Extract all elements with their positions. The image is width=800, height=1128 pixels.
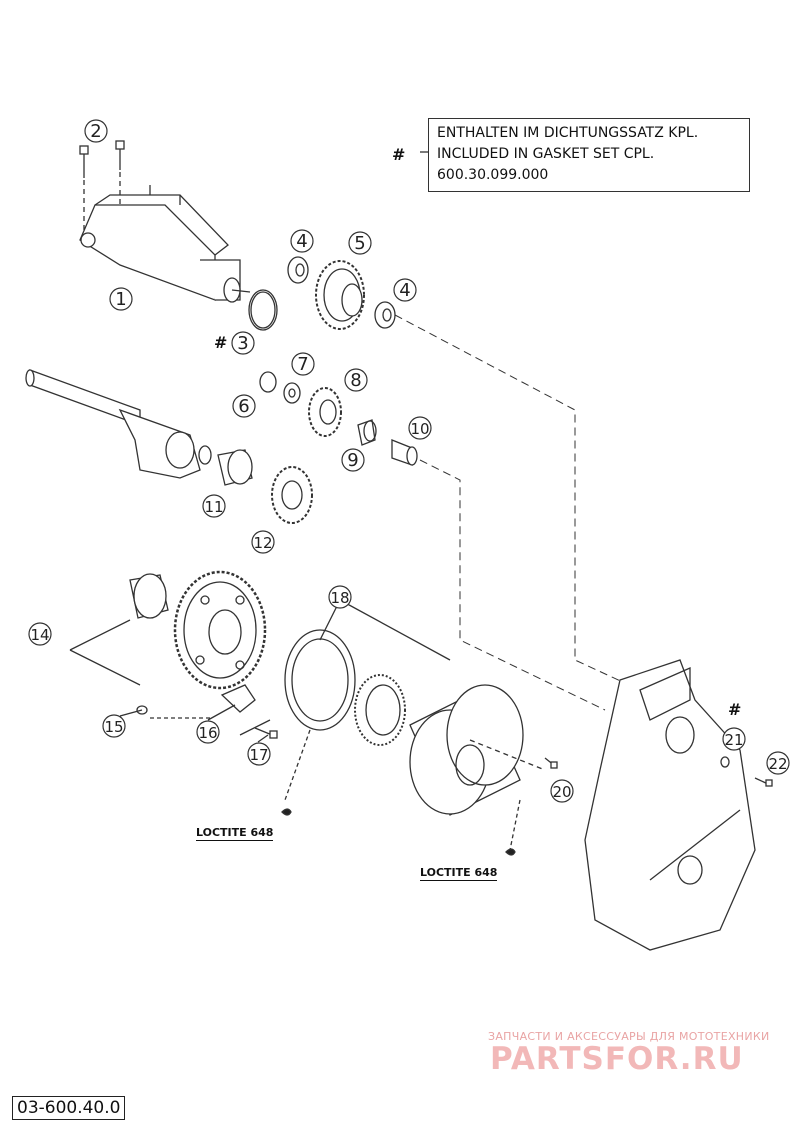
part-22-screw <box>754 777 773 787</box>
part-18-clutch-assembly <box>284 629 406 746</box>
part-5-gear <box>315 260 365 330</box>
callout-14: 14 <box>30 626 49 644</box>
note-hash-symbol: # <box>392 145 406 164</box>
callout-1: 1 <box>115 289 126 310</box>
part-11-bearing <box>217 449 253 486</box>
callout-20: 20 <box>552 783 571 801</box>
part-1-starter-motor <box>79 185 251 303</box>
part-20-screw <box>544 757 558 769</box>
watermark-tagline: ЗАПЧАСТИ И АКСЕССУАРЫ ДЛЯ МОТОТЕХНИКИ <box>488 1030 770 1043</box>
part-17-screw <box>254 727 278 739</box>
callout-4b: 4 <box>399 280 410 301</box>
callout-22: 22 <box>768 755 787 773</box>
callout-6: 6 <box>238 396 249 417</box>
part-16-bracket <box>220 684 256 713</box>
part-6-circlip <box>259 371 277 393</box>
watermark-brand: PARTSFOR.RU <box>490 1041 744 1077</box>
callout-12: 12 <box>253 534 272 552</box>
part-10-sleeve <box>391 439 418 466</box>
part-9-needle-bearing <box>357 419 377 446</box>
callout-7: 7 <box>297 354 308 375</box>
callout-9: 9 <box>347 450 358 471</box>
callout-17: 17 <box>249 746 268 764</box>
engine-cover <box>584 659 756 951</box>
part-14-gear-assembly <box>129 570 267 690</box>
part-7-washer <box>283 382 301 404</box>
part-4-bearing-lower <box>374 301 396 329</box>
part-4-bearing-upper <box>287 256 309 284</box>
hash-marker-3: # <box>214 333 228 352</box>
hash-marker-21: # <box>728 700 742 719</box>
note-line-2: INCLUDED IN GASKET SET CPL. <box>437 146 655 162</box>
part-21-seal <box>720 756 730 768</box>
callout-16: 16 <box>198 724 217 742</box>
callout-10: 10 <box>410 420 429 438</box>
callout-15: 15 <box>104 718 123 736</box>
loctite-drop-a <box>281 808 292 816</box>
callout-5: 5 <box>354 233 365 254</box>
note-line-1: ENTHALTEN IM DICHTUNGSSATZ KPL. <box>437 125 699 141</box>
callout-8: 8 <box>350 370 361 391</box>
part-12-gear <box>271 466 313 524</box>
diagram-code: 03-600.40.0 <box>12 1096 126 1120</box>
loctite-label-a: LOCTITE 648 <box>196 826 274 841</box>
gasket-set-note: ENTHALTEN IM DICHTUNGSSATZ KPL. INCLUDED… <box>428 118 750 192</box>
callout-2: 2 <box>90 121 101 142</box>
callout-21: 21 <box>724 731 743 749</box>
flywheel <box>409 684 546 816</box>
callout-4a: 4 <box>296 231 307 252</box>
loctite-drop-b <box>505 848 516 856</box>
part-3-o-ring <box>248 289 278 331</box>
callout-18: 18 <box>330 589 349 607</box>
callout-11: 11 <box>204 498 223 516</box>
part-8-gear <box>308 387 342 437</box>
callout-3: 3 <box>237 333 248 354</box>
loctite-label-b: LOCTITE 648 <box>420 866 498 881</box>
note-line-3: 600.30.099.000 <box>437 167 549 183</box>
crankshaft <box>25 369 212 479</box>
